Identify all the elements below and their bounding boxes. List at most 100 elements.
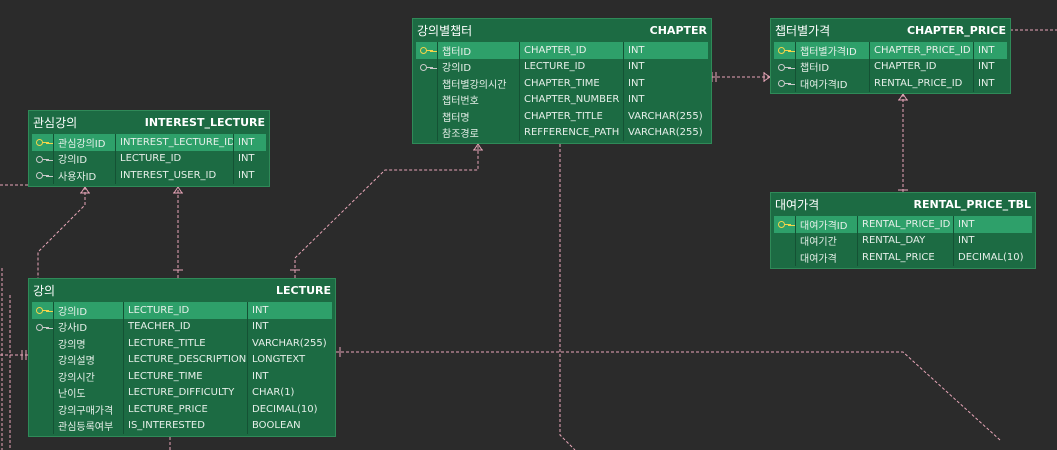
foreign-key-icon [32, 318, 54, 335]
table-row[interactable]: 강의ID LECTURE_ID INT [416, 58, 708, 75]
table-row[interactable]: 대여기간 RENTAL_DAY INT [774, 232, 1032, 249]
table-chapter[interactable]: 강의별챕터 CHAPTER 챕터ID CHAPTER_ID INT 강의ID L… [412, 18, 712, 144]
blank-icon [32, 368, 54, 385]
table-row[interactable]: 챕터ID CHAPTER_ID INT [416, 42, 708, 59]
blank-icon [416, 108, 438, 125]
column-name: INTEREST_LECTURE_ID [116, 134, 234, 151]
column-type: INT [978, 77, 995, 89]
table-row[interactable]: 강의설명 LECTURE_DESCRIPTION LONGTEXT [32, 351, 332, 368]
column-label: 챕터별가격ID [796, 42, 870, 59]
column-type: INT [978, 44, 995, 56]
table-chapter-price[interactable]: 챕터별가격 CHAPTER_PRICE 챕터별가격ID CHAPTER_PRIC… [770, 18, 1011, 94]
foreign-key-icon [416, 58, 438, 75]
column-type: INT [238, 169, 255, 181]
table-header: 대여가격 RENTAL_PRICE_TBL [771, 193, 1035, 216]
blank-icon [774, 232, 796, 249]
column-type: INT [958, 218, 975, 230]
table-row[interactable]: 관심강의ID INTEREST_LECTURE_ID INT [32, 134, 266, 151]
table-row[interactable]: 참조경로 REFFERENCE_PATH VARCHAR(255) [416, 124, 708, 141]
column-label: 강의구매가격 [54, 401, 124, 418]
column-name: LECTURE_DESCRIPTION [124, 351, 248, 368]
table-lecture[interactable]: 강의 LECTURE 강의ID LECTURE_ID INT 강사ID TEAC… [28, 278, 336, 437]
table-title-ko: 대여가격 [775, 198, 820, 212]
primary-key-icon [416, 42, 438, 59]
column-type: INT [628, 94, 645, 106]
mark-lecture-left [21, 350, 27, 360]
table-row[interactable]: 대여가격 RENTAL_PRICE DECIMAL(10) [774, 249, 1032, 266]
table-rows: 챕터별가격ID CHAPTER_PRICE_ID INT 챕터ID CHAPTE… [771, 42, 1010, 95]
column-name: CHAPTER_TITLE [520, 108, 624, 125]
column-type: DECIMAL(10) [252, 403, 318, 415]
table-rows: 대여가격ID RENTAL_PRICE_ID INT 대여기간 RENTAL_D… [771, 216, 1035, 269]
table-title-en: INTEREST_LECTURE [144, 116, 265, 129]
table-row[interactable]: 챕터번호 CHAPTER_NUMBER INT [416, 91, 708, 108]
mark-interest-bottom2 [80, 186, 90, 194]
column-name: CHAPTER_NUMBER [520, 91, 624, 108]
column-name: RENTAL_PRICE [858, 249, 954, 266]
rel-lecture-interest-b [37, 187, 86, 310]
column-label: 강의시간 [54, 368, 124, 385]
mark-price-from-chapter [763, 72, 771, 82]
table-row[interactable]: 챕터명 CHAPTER_TITLE VARCHAR(255) [416, 108, 708, 125]
blank-icon [774, 249, 796, 266]
column-label: 대여가격 [796, 249, 858, 266]
primary-key-icon [32, 302, 54, 319]
column-type: INT [628, 77, 645, 89]
column-label: 강의ID [54, 150, 116, 167]
table-row[interactable]: 강의ID LECTURE_ID INT [32, 150, 266, 167]
table-row[interactable]: 관심등록여부 IS_INTERESTED BOOLEAN [32, 417, 332, 434]
column-type: CHAR(1) [252, 387, 295, 399]
table-row[interactable]: 강의명 LECTURE_TITLE VARCHAR(255) [32, 335, 332, 352]
blank-icon [416, 124, 438, 141]
column-label: 강사ID [54, 318, 124, 335]
primary-key-icon [774, 216, 796, 233]
table-row[interactable]: 대여가격ID RENTAL_PRICE_ID INT [774, 216, 1032, 233]
table-row[interactable]: 챕터ID CHAPTER_ID INT [774, 58, 1007, 75]
foreign-key-icon [774, 58, 796, 75]
table-rows: 관심강의ID INTEREST_LECTURE_ID INT 강의ID LECT… [29, 134, 269, 187]
column-label: 강의ID [438, 58, 520, 75]
table-header: 강의별챕터 CHAPTER [413, 19, 711, 42]
table-interest-lecture[interactable]: 관심강의 INTEREST_LECTURE 관심강의ID INTEREST_LE… [28, 110, 270, 187]
table-row[interactable]: 강의ID LECTURE_ID INT [32, 302, 332, 319]
table-row[interactable]: 강사ID TEACHER_ID INT [32, 318, 332, 335]
column-type: INT [978, 61, 995, 73]
table-rows: 챕터ID CHAPTER_ID INT 강의ID LECTURE_ID INT … [413, 42, 711, 144]
blank-icon [32, 351, 54, 368]
column-label: 대여기간 [796, 232, 858, 249]
table-header: 챕터별가격 CHAPTER_PRICE [771, 19, 1010, 42]
table-title-en: LECTURE [275, 284, 331, 297]
column-name: IS_INTERESTED [124, 417, 248, 434]
blank-icon [32, 417, 54, 434]
table-row[interactable]: 사용자ID INTEREST_USER_ID INT [32, 167, 266, 184]
table-row[interactable]: 난이도 LECTURE_DIFFICULTY CHAR(1) [32, 384, 332, 401]
mark-price-bottom [898, 93, 908, 101]
column-label: 챕터번호 [438, 91, 520, 108]
rel-lecture-right [336, 351, 1001, 441]
column-name: CHAPTER_ID [870, 58, 974, 75]
foreign-key-icon [32, 167, 54, 184]
table-row[interactable]: 챕터별강의시간 CHAPTER_TIME INT [416, 75, 708, 92]
table-row[interactable]: 강의시간 LECTURE_TIME INT [32, 368, 332, 385]
column-label: 강의명 [54, 335, 124, 352]
column-type: VARCHAR(255) [628, 110, 703, 122]
column-name: CHAPTER_PRICE_ID [870, 42, 974, 59]
table-row[interactable]: 강의구매가격 LECTURE_PRICE DECIMAL(10) [32, 401, 332, 418]
column-label: 사용자ID [54, 167, 116, 184]
column-type: INT [252, 370, 269, 382]
column-name: LECTURE_ID [520, 58, 624, 75]
column-name: RENTAL_PRICE_ID [858, 216, 954, 233]
column-type: INT [252, 321, 269, 333]
table-header: 관심강의 INTEREST_LECTURE [29, 111, 269, 134]
column-label: 강의ID [54, 302, 124, 319]
table-row[interactable]: 대여가격ID RENTAL_PRICE_ID INT [774, 75, 1007, 92]
primary-key-icon [774, 42, 796, 59]
blank-icon [32, 384, 54, 401]
column-label: 챕터ID [438, 42, 520, 59]
column-type: INT [958, 235, 975, 247]
column-name: RENTAL_PRICE_ID [870, 75, 974, 92]
table-row[interactable]: 챕터별가격ID CHAPTER_PRICE_ID INT [774, 42, 1007, 59]
column-name: LECTURE_TITLE [124, 335, 248, 352]
table-rental-price[interactable]: 대여가격 RENTAL_PRICE_TBL 대여가격ID RENTAL_PRIC… [770, 192, 1036, 269]
blank-icon [32, 335, 54, 352]
